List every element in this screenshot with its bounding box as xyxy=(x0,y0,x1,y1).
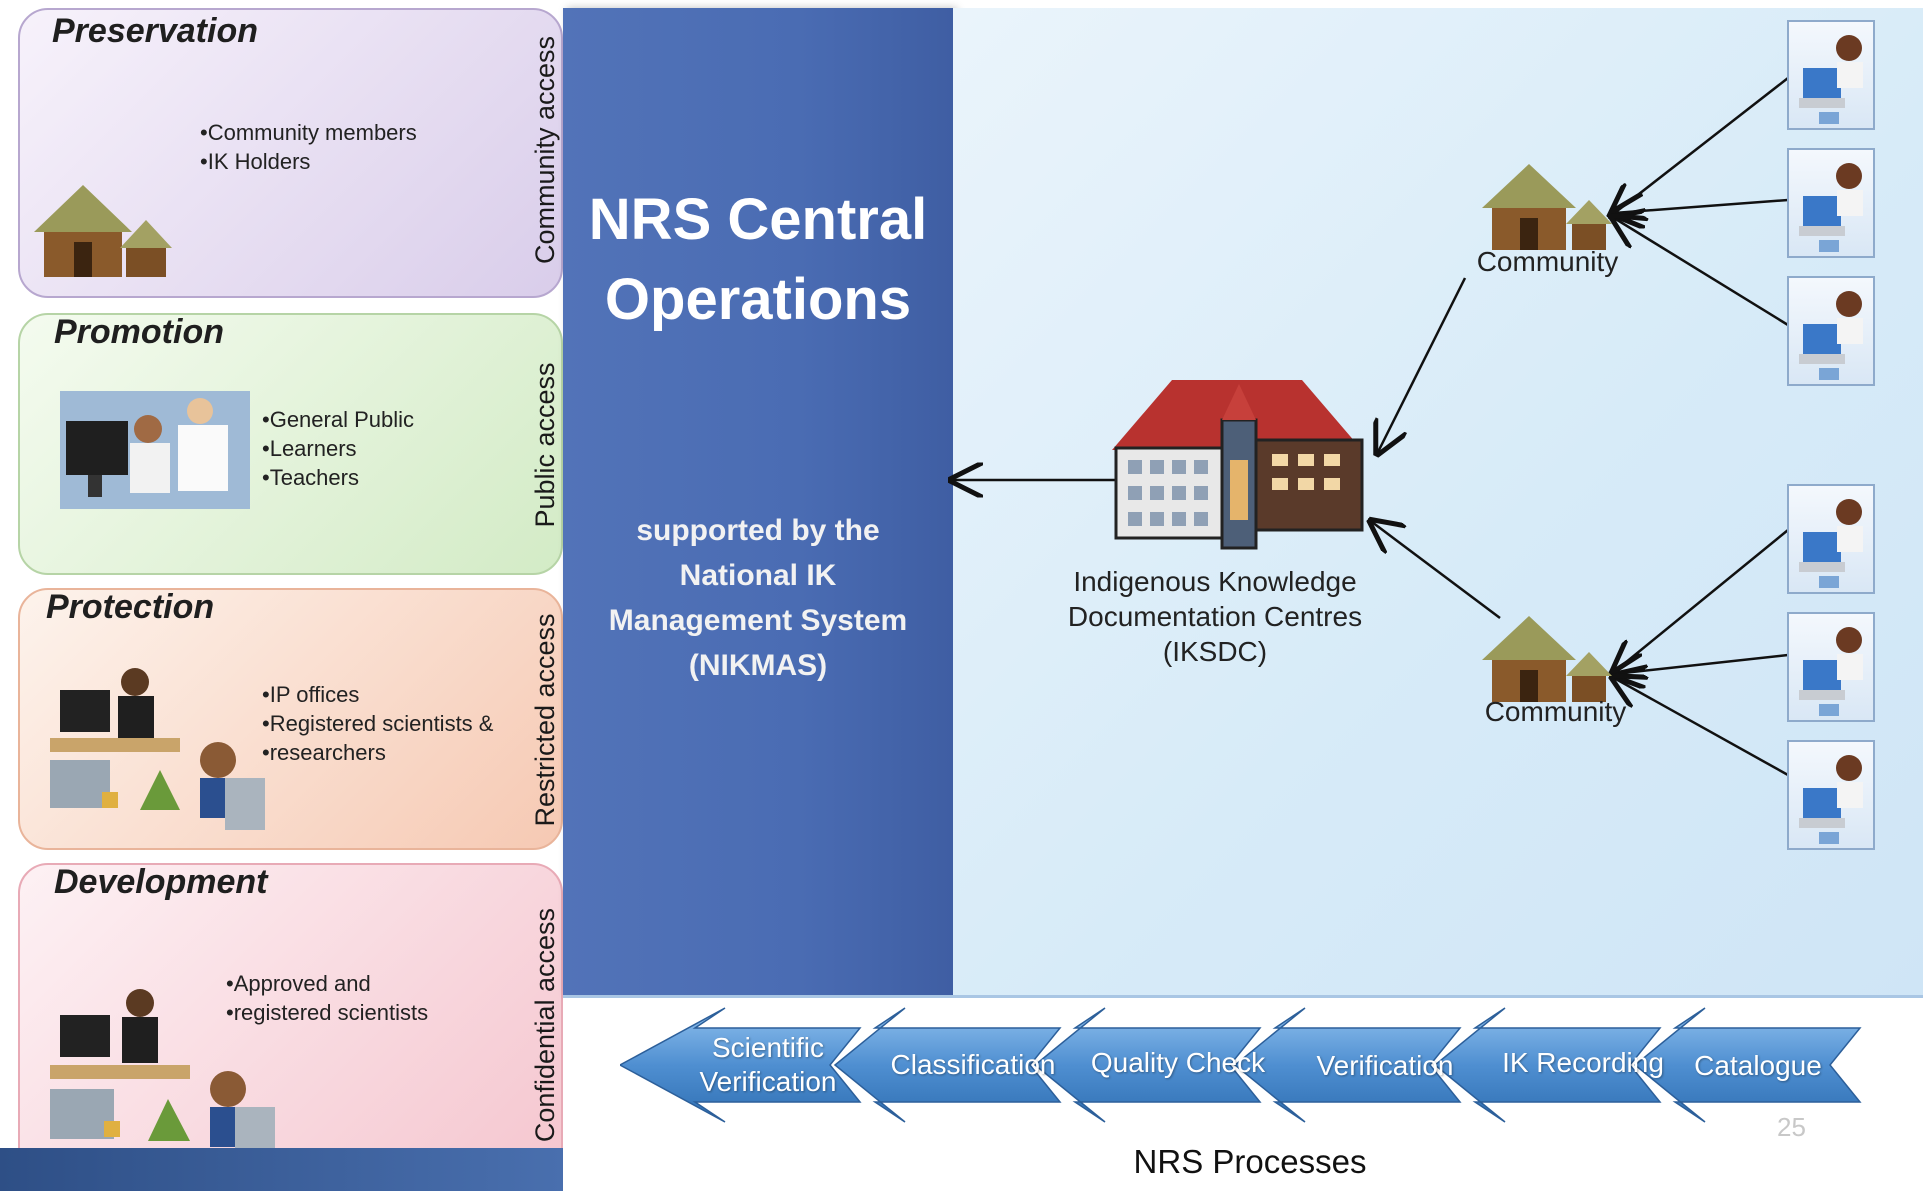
user-computer-icon xyxy=(1799,35,1863,124)
user-computer-tile xyxy=(1787,276,1875,386)
panel-title-development: Development xyxy=(54,863,268,901)
user-computer-icon xyxy=(1799,755,1863,844)
protection-bullets: IP offices Registered scientists & resea… xyxy=(262,680,494,767)
central-subtitle-line: supported by the xyxy=(636,514,880,547)
promotion-panel: Promotion General Public Learners Teache… xyxy=(18,313,563,575)
central-title-line: Operations xyxy=(604,267,912,332)
bullet-item: General Public xyxy=(262,405,414,434)
process-step-ik-recording: IK Recording xyxy=(1502,1047,1664,1078)
arrow-user-to-community xyxy=(1614,200,1789,213)
development-panel: Development Approved and registered scie… xyxy=(18,863,563,1183)
page-number: 25 xyxy=(1777,1112,1806,1142)
bullet-item: Learners xyxy=(262,434,414,463)
arrow-user-to-community xyxy=(1614,655,1789,674)
arrow-user-to-community xyxy=(1614,218,1789,327)
documentation-centre-building-icon xyxy=(1112,380,1364,550)
preservation-panel: Preservation Community members IK Holder… xyxy=(18,8,563,298)
process-arrow xyxy=(1633,1007,1862,1123)
promotion-bullets: General Public Learners Teachers xyxy=(262,405,414,492)
user-computer-icon xyxy=(1799,163,1863,252)
user-computer-icon xyxy=(1799,291,1863,380)
community-label: Community xyxy=(1484,696,1627,727)
user-computer-tile xyxy=(1787,20,1875,130)
process-step-line: Verification xyxy=(699,1066,837,1097)
bullet-item: Approved and xyxy=(226,969,428,998)
user-computer-tile xyxy=(1787,148,1875,258)
process-arrow xyxy=(1233,1007,1462,1123)
bullet-item: IK Holders xyxy=(200,147,417,176)
process-arrow xyxy=(1433,1007,1662,1123)
community-hut-icon xyxy=(1482,164,1612,250)
central-title-line: NRS Central xyxy=(588,187,928,252)
bullet-item: Teachers xyxy=(262,463,414,492)
process-arrows xyxy=(620,1007,1862,1123)
process-step-classification: Classification xyxy=(890,1049,1056,1080)
process-arrow xyxy=(1033,1007,1262,1123)
process-step-quality-check: Quality Check xyxy=(1090,1047,1266,1078)
process-step-verification: Verification xyxy=(1316,1050,1454,1081)
bullet-item: Registered scientists & xyxy=(262,709,494,738)
bullet-item: IP offices xyxy=(262,680,493,709)
central-subtitle-line: Management System xyxy=(608,604,908,637)
secure-workstations-icon xyxy=(50,668,265,830)
user-computer-icon xyxy=(1799,499,1863,588)
centre-label-line: Documentation Centres xyxy=(1067,601,1363,632)
central-subtitle: supported by the National IK Management … xyxy=(563,508,953,688)
centre-label-line: Indigenous Knowledge xyxy=(1073,566,1357,597)
bullet-item-continued: researchers xyxy=(262,738,493,767)
centre-label-line: (IKSDC) xyxy=(1162,636,1268,667)
user-computer-tile xyxy=(1787,484,1875,594)
arrow-community-to-centre xyxy=(1372,522,1501,619)
bullet-item-continued: registered scientists xyxy=(226,998,428,1027)
process-step-line: Scientific xyxy=(711,1032,825,1063)
process-step-catalogue: Catalogue xyxy=(1694,1050,1822,1081)
arrow-user-to-community xyxy=(1614,678,1789,777)
user-computer-icon xyxy=(1799,627,1863,716)
community-hut-icon xyxy=(1482,616,1612,702)
process-arrow xyxy=(620,1007,862,1123)
preservation-bullets: Community members IK Holders xyxy=(200,118,417,176)
central-subtitle-line: (NIKMAS) xyxy=(688,649,828,682)
protection-panel: Protection IP offices Registered scienti… xyxy=(18,588,563,850)
footer-bar xyxy=(0,1148,563,1191)
development-bullets: Approved and registered scientists xyxy=(226,969,428,1027)
panel-title-promotion: Promotion xyxy=(54,313,224,351)
process-step-scientific-verification: Scientific Verification xyxy=(683,1031,853,1099)
arrow-community-to-centre xyxy=(1378,277,1467,452)
arrow-user-to-community xyxy=(1614,529,1789,672)
bullet-text-continued: researchers xyxy=(269,740,386,765)
user-computer-tile xyxy=(1787,740,1875,850)
office-workers-icon xyxy=(60,391,250,509)
documentation-centre-label: Indigenous Knowledge Documentation Centr… xyxy=(1040,564,1390,669)
arrow-user-to-community xyxy=(1612,77,1789,215)
bullet-text-continued: registered scientists xyxy=(233,1000,429,1025)
hut-icon xyxy=(34,185,172,277)
panel-title-protection: Protection xyxy=(46,588,215,626)
community-label: Community xyxy=(1476,246,1619,277)
bullet-item: Community members xyxy=(200,118,417,147)
central-subtitle-line: National IK xyxy=(679,559,837,592)
panel-title-preservation: Preservation xyxy=(52,12,258,50)
nrs-processes-label: NRS Processes xyxy=(1133,1143,1367,1180)
central-title: NRS Central Operations xyxy=(563,180,953,340)
central-operations-block: NRS Central Operations supported by the … xyxy=(563,8,953,995)
user-computer-tile xyxy=(1787,612,1875,722)
process-arrow xyxy=(833,1007,1062,1123)
